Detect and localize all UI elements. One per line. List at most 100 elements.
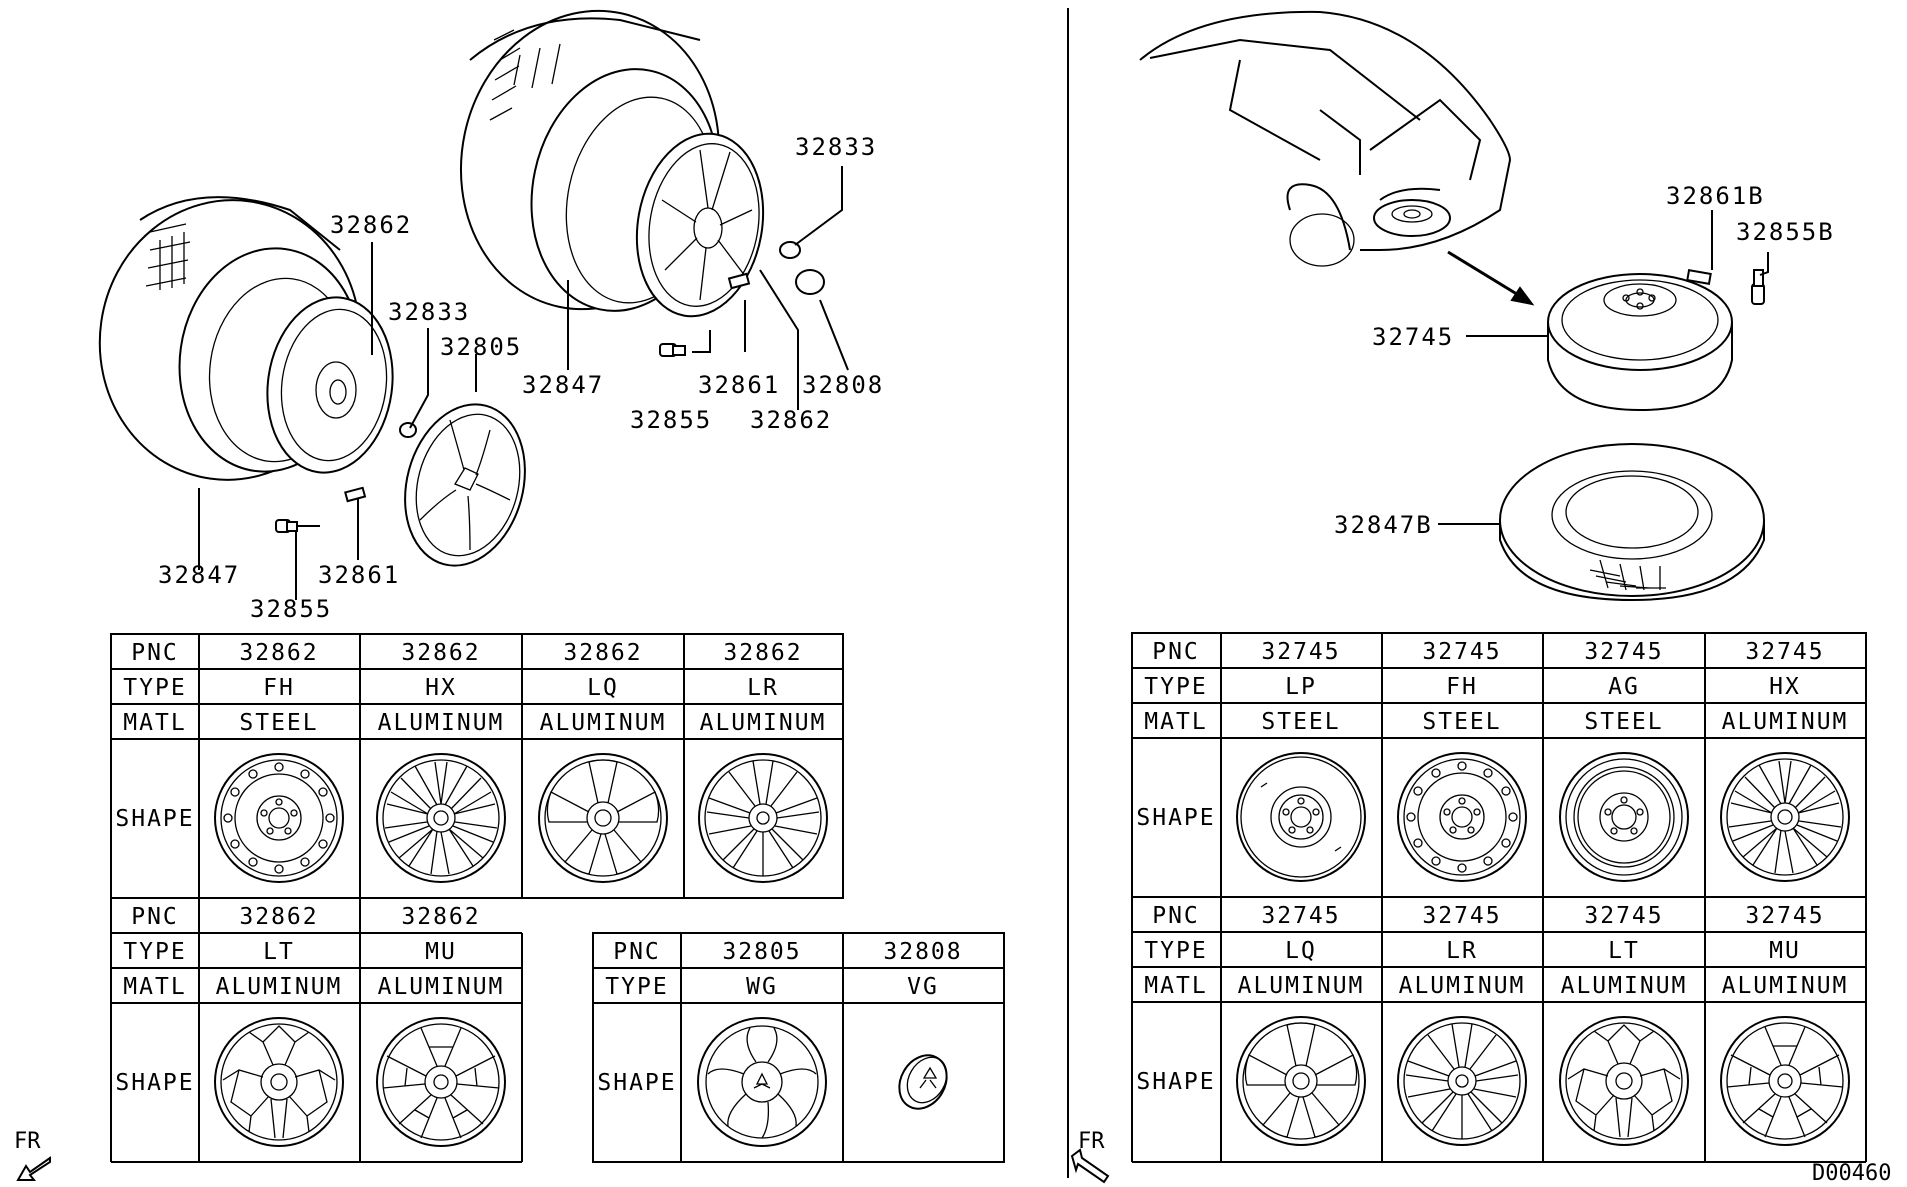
row-label-shape: SHAPE <box>1136 1069 1215 1095</box>
callout-32861-b: 32861 <box>698 371 780 399</box>
spare-table-right-bottom: PNC TYPE MATL SHAPE 32745 32745 32745 32… <box>1131 897 1867 1163</box>
type-cell: LQ <box>587 675 619 701</box>
row-label-matl: MATL <box>123 710 186 736</box>
plain-steel-wheel-icon <box>1559 752 1689 882</box>
five-spoke-wheel-icon <box>538 753 668 883</box>
matl-cell: STEEL <box>1261 709 1340 735</box>
matl-cell: ALUMINUM <box>1722 709 1849 735</box>
type-cell: LT <box>263 939 295 965</box>
pnc-cell: 32862 <box>239 904 318 930</box>
type-cell: MU <box>1769 938 1801 964</box>
type-cell: WG <box>746 974 778 1000</box>
type-cell: VG <box>907 974 939 1000</box>
row-label-pnc: PNC <box>1152 639 1200 665</box>
callout-32847-a: 32847 <box>158 561 240 589</box>
matl-cell: ALUMINUM <box>700 710 827 736</box>
pnc-cell: 32745 <box>1422 639 1501 665</box>
pnc-cell: 32745 <box>1261 639 1340 665</box>
row-label-pnc: PNC <box>131 640 179 666</box>
pnc-cell: 32862 <box>723 640 802 666</box>
row-label-type: TYPE <box>1144 938 1207 964</box>
steel-wheel-icon <box>214 753 344 883</box>
vehicle-spare-assembly <box>1139 10 1765 602</box>
multi-spoke-wheel-icon <box>376 753 506 883</box>
spare-steel-wheel-icon <box>1236 752 1366 882</box>
type-cell: LT <box>1608 938 1640 964</box>
callout-32861B: 32861B <box>1666 182 1765 210</box>
type-cell: LR <box>747 675 779 701</box>
matl-cell: STEEL <box>239 710 318 736</box>
matl-cell: ALUMINUM <box>216 974 343 1000</box>
pnc-cell: 32745 <box>1745 903 1824 929</box>
fr-arrow-icon <box>1070 1148 1110 1184</box>
type-cell: LQ <box>1285 938 1317 964</box>
split-spoke-wheel-icon <box>698 753 828 883</box>
type-cell: LR <box>1446 938 1478 964</box>
fr-arrow-icon <box>16 1156 51 1181</box>
pnc-cell: 32745 <box>1584 639 1663 665</box>
row-label-pnc: PNC <box>131 904 179 930</box>
row-label-shape: SHAPE <box>597 1070 676 1096</box>
row-label-shape: SHAPE <box>115 1070 194 1096</box>
wheel-table-left-top: PNC TYPE MATL SHAPE 32862 32862 32862 32… <box>110 633 844 899</box>
callout-32745: 32745 <box>1372 323 1454 351</box>
callout-32847B: 32847B <box>1334 511 1433 539</box>
pnc-cell: 32745 <box>1584 903 1663 929</box>
wheel-table-left-bottom: PNC TYPE MATL SHAPE 32862 32862 LT MU AL… <box>110 898 523 1163</box>
wheel-cover-icon <box>697 1017 827 1147</box>
pnc-cell: 32862 <box>563 640 642 666</box>
matl-cell: ALUMINUM <box>1238 973 1365 999</box>
pnc-cell: 32745 <box>1745 639 1824 665</box>
type-cell: MU <box>425 939 457 965</box>
spare-table-right-top: PNC TYPE MATL SHAPE 32745 32745 32745 32… <box>1131 632 1867 1162</box>
matl-cell: ALUMINUM <box>378 710 505 736</box>
multi-spoke-wheel-icon <box>1720 752 1850 882</box>
matl-cell: STEEL <box>1422 709 1501 735</box>
row-label-shape: SHAPE <box>1136 805 1215 831</box>
pnc-cell: 32805 <box>722 939 801 965</box>
callout-32855B: 32855B <box>1736 218 1835 246</box>
matl-cell: ALUMINUM <box>1722 973 1849 999</box>
pnc-cell: 32862 <box>239 640 318 666</box>
y-spoke-wheel-icon <box>1559 1016 1689 1146</box>
matl-cell: ALUMINUM <box>1399 973 1526 999</box>
row-label-matl: MATL <box>1144 973 1207 999</box>
callout-32833-b: 32833 <box>795 133 877 161</box>
row-label-type: TYPE <box>605 974 668 1000</box>
callout-32855-a: 32855 <box>250 595 332 623</box>
callout-32862-a: 32862 <box>330 211 412 239</box>
pnc-cell: 32862 <box>401 640 480 666</box>
front-direction-left: FR <box>14 1129 51 1181</box>
pnc-cell: 32862 <box>401 904 480 930</box>
split-spoke-wheel-icon <box>1397 1016 1527 1146</box>
diagram-id: D00460 <box>1812 1161 1891 1186</box>
pnc-cell: 32808 <box>883 939 962 965</box>
row-label-matl: MATL <box>123 974 186 1000</box>
center-cap-icon <box>898 1054 948 1110</box>
matl-cell: ALUMINUM <box>1561 973 1688 999</box>
five-spoke-wheel-icon <box>1236 1016 1366 1146</box>
callout-32805: 32805 <box>440 333 522 361</box>
callout-32861-a: 32861 <box>318 561 400 589</box>
pnc-cell: 32745 <box>1422 903 1501 929</box>
double-spoke-wheel-icon <box>1720 1016 1850 1146</box>
callout-32808: 32808 <box>802 371 884 399</box>
matl-cell: STEEL <box>1584 709 1663 735</box>
row-label-type: TYPE <box>123 675 186 701</box>
front-direction-right: FR <box>1070 1129 1110 1184</box>
row-label-shape: SHAPE <box>115 806 194 832</box>
row-label-pnc: PNC <box>613 939 661 965</box>
wheel-cover-table: PNC TYPE SHAPE 32805 32808 WG VG <box>592 932 1005 1163</box>
row-label-pnc: PNC <box>1152 903 1200 929</box>
steel-wheel-icon <box>1397 752 1527 882</box>
row-label-type: TYPE <box>123 939 186 965</box>
matl-cell: ALUMINUM <box>378 974 505 1000</box>
matl-cell: ALUMINUM <box>540 710 667 736</box>
type-cell: LP <box>1285 674 1317 700</box>
type-cell: FH <box>263 675 295 701</box>
type-cell: FH <box>1446 674 1478 700</box>
y-spoke-wheel-icon <box>214 1017 344 1147</box>
callout-32833-a: 32833 <box>388 298 470 326</box>
pnc-cell: 32745 <box>1261 903 1340 929</box>
